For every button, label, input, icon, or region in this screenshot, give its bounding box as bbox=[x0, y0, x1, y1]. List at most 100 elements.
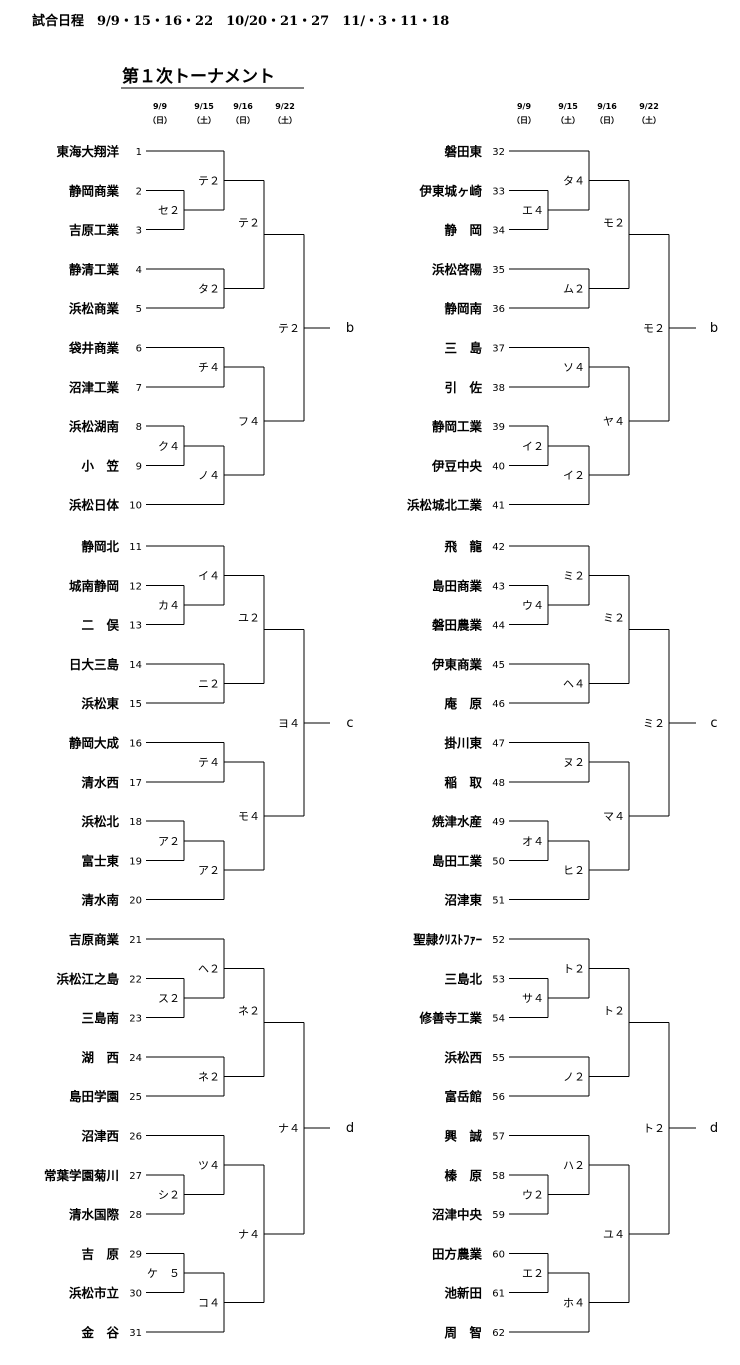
match-label: ユ４ bbox=[603, 1228, 625, 1241]
seed-number: 16 bbox=[129, 739, 142, 750]
seed-number: 45 bbox=[492, 660, 505, 671]
seed-number: 6 bbox=[136, 344, 142, 355]
seed-number: 48 bbox=[492, 778, 505, 789]
seed-number: 55 bbox=[492, 1053, 505, 1064]
team-name: 磐田東 bbox=[444, 144, 482, 159]
team-name: 静岡北 bbox=[81, 539, 119, 554]
team-name: 三島北 bbox=[444, 971, 482, 986]
seed-number: 21 bbox=[129, 935, 142, 946]
seed-number: 27 bbox=[129, 1171, 142, 1182]
match-label: テ２ bbox=[198, 174, 220, 187]
team-name: 吉 原 bbox=[81, 1246, 119, 1261]
seed-number: 35 bbox=[492, 265, 505, 276]
seed-number: 60 bbox=[492, 1249, 505, 1260]
match-label: モ２ bbox=[643, 322, 665, 335]
team-name: 引 佐 bbox=[444, 380, 482, 395]
team-name: 日大三島 bbox=[69, 657, 120, 672]
seed-number: 42 bbox=[492, 542, 505, 553]
seed-number: 25 bbox=[129, 1092, 142, 1103]
round-date: 9/22 bbox=[639, 102, 659, 111]
match-label: ヤ４ bbox=[603, 415, 625, 428]
match-label: ケ ５ bbox=[147, 1267, 180, 1280]
match-label: モ２ bbox=[603, 217, 625, 230]
seed-number: 54 bbox=[492, 1014, 505, 1025]
match-label: ヌ２ bbox=[563, 756, 585, 769]
team-name: 湖 西 bbox=[81, 1050, 119, 1065]
match-label: カ４ bbox=[158, 599, 180, 612]
match-label: ヨ４ bbox=[278, 717, 300, 730]
seed-number: 43 bbox=[492, 581, 505, 592]
match-label: ウ２ bbox=[522, 1188, 544, 1201]
bracket-output-label: d bbox=[710, 1121, 718, 1136]
bracket-output-label: d bbox=[346, 1121, 354, 1136]
match-label: ム２ bbox=[563, 283, 585, 296]
round-date: 9/9 bbox=[153, 102, 167, 111]
bracket-output-label: b bbox=[710, 321, 718, 336]
round-date: 9/16 bbox=[597, 102, 617, 111]
seed-number: 24 bbox=[129, 1053, 142, 1064]
seed-number: 20 bbox=[129, 896, 142, 907]
round-date: 9/22 bbox=[275, 102, 295, 111]
match-label: ハ２ bbox=[563, 1159, 585, 1172]
match-label: サ４ bbox=[522, 992, 544, 1005]
round-day: （日） bbox=[231, 115, 255, 125]
team-name: 三 島 bbox=[444, 341, 482, 356]
seed-number: 57 bbox=[492, 1132, 505, 1143]
seed-number: 31 bbox=[129, 1328, 142, 1339]
team-name: 浜松啓陽 bbox=[432, 262, 483, 277]
seed-number: 23 bbox=[129, 1014, 142, 1025]
round-day: （土） bbox=[273, 115, 297, 125]
match-label: シ２ bbox=[158, 1188, 180, 1201]
team-name: 榛 原 bbox=[444, 1168, 482, 1183]
match-label: テ２ bbox=[238, 217, 260, 230]
seed-number: 62 bbox=[492, 1328, 505, 1339]
seed-number: 49 bbox=[492, 817, 505, 828]
team-name: 浜松北 bbox=[81, 814, 119, 829]
round-day: （日） bbox=[595, 115, 619, 125]
match-label: ク４ bbox=[158, 440, 180, 453]
team-name: 伊東城ヶ崎 bbox=[418, 183, 482, 198]
seed-number: 51 bbox=[492, 896, 505, 907]
team-name: 二 俣 bbox=[81, 618, 119, 633]
team-name: 浜松市立 bbox=[69, 1286, 120, 1301]
team-name: 聖隷ｸﾘｽﾄﾌｧｰ bbox=[413, 932, 482, 947]
team-name: 富岳館 bbox=[444, 1089, 482, 1104]
seed-number: 58 bbox=[492, 1171, 505, 1182]
round-day: （日） bbox=[148, 115, 172, 125]
team-name: 静岡南 bbox=[444, 301, 482, 316]
team-name: 静岡工業 bbox=[432, 419, 483, 434]
seed-number: 18 bbox=[129, 817, 142, 828]
seed-number: 44 bbox=[492, 621, 505, 632]
match-label: ア２ bbox=[158, 835, 180, 848]
round-date: 9/9 bbox=[517, 102, 531, 111]
match-label: ニ２ bbox=[198, 678, 220, 691]
seed-number: 33 bbox=[492, 186, 505, 197]
team-name: 伊東商業 bbox=[431, 657, 483, 672]
seed-number: 14 bbox=[129, 660, 142, 671]
seed-number: 50 bbox=[492, 856, 505, 867]
match-label: テ２ bbox=[278, 322, 300, 335]
match-label: ア２ bbox=[198, 864, 220, 877]
match-label: エ２ bbox=[522, 1267, 544, 1280]
match-label: モ４ bbox=[238, 810, 260, 823]
seed-number: 41 bbox=[492, 501, 505, 512]
match-label: ト２ bbox=[563, 962, 585, 975]
match-label: ソ４ bbox=[563, 361, 585, 374]
seed-number: 37 bbox=[492, 344, 505, 355]
team-name: 島田商業 bbox=[432, 578, 483, 593]
seed-number: 11 bbox=[129, 542, 142, 553]
team-name: 城南静岡 bbox=[69, 578, 119, 593]
team-name: 沼津東 bbox=[444, 893, 482, 908]
bracket-output-label: c bbox=[346, 716, 353, 731]
team-name: 沼津工業 bbox=[69, 380, 120, 395]
bracket-output-label: b bbox=[346, 321, 354, 336]
seed-number: 17 bbox=[129, 778, 142, 789]
team-name: 清水南 bbox=[81, 893, 119, 908]
team-name: 静岡大成 bbox=[69, 736, 120, 751]
seed-number: 28 bbox=[129, 1210, 142, 1221]
team-name: 庵 原 bbox=[444, 696, 482, 711]
team-name: 常葉学園菊川 bbox=[44, 1168, 119, 1183]
match-label: ト２ bbox=[603, 1005, 625, 1018]
match-label: ス２ bbox=[158, 992, 180, 1005]
